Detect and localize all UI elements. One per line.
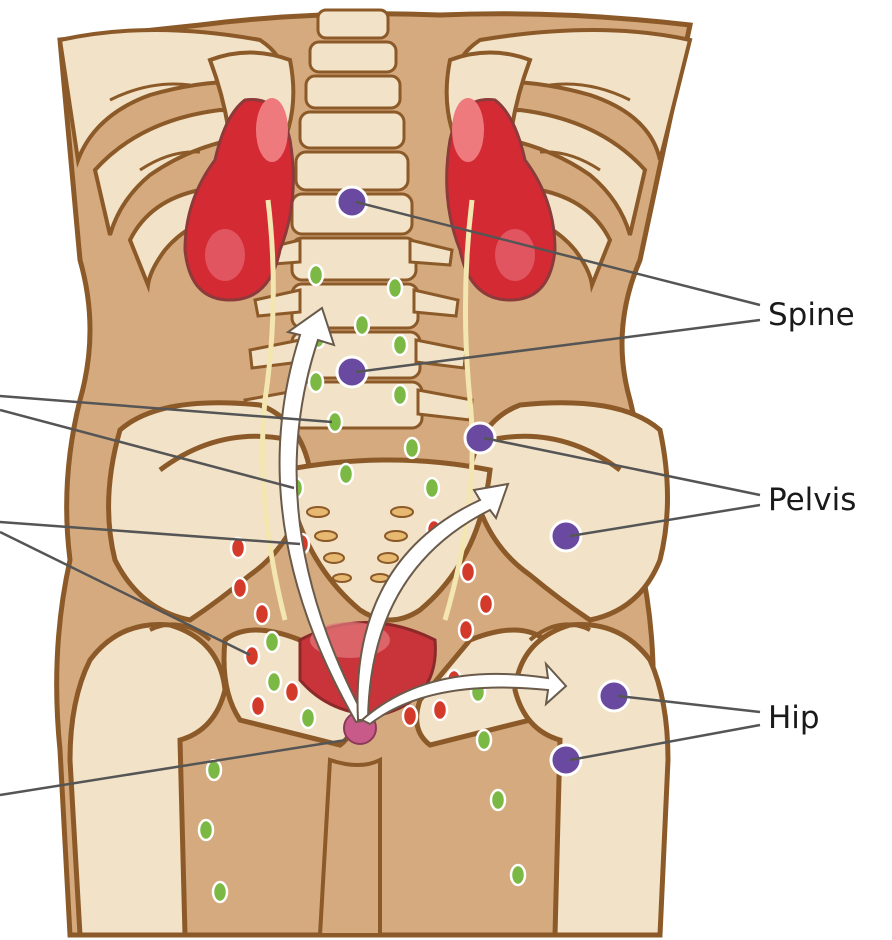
label-spine: Spine [768,297,855,333]
label-hip: Hip [768,700,820,736]
pelvis-site-upper [465,423,495,453]
spine-site-upper [337,187,367,217]
label-pelvis: Pelvis [768,482,856,518]
